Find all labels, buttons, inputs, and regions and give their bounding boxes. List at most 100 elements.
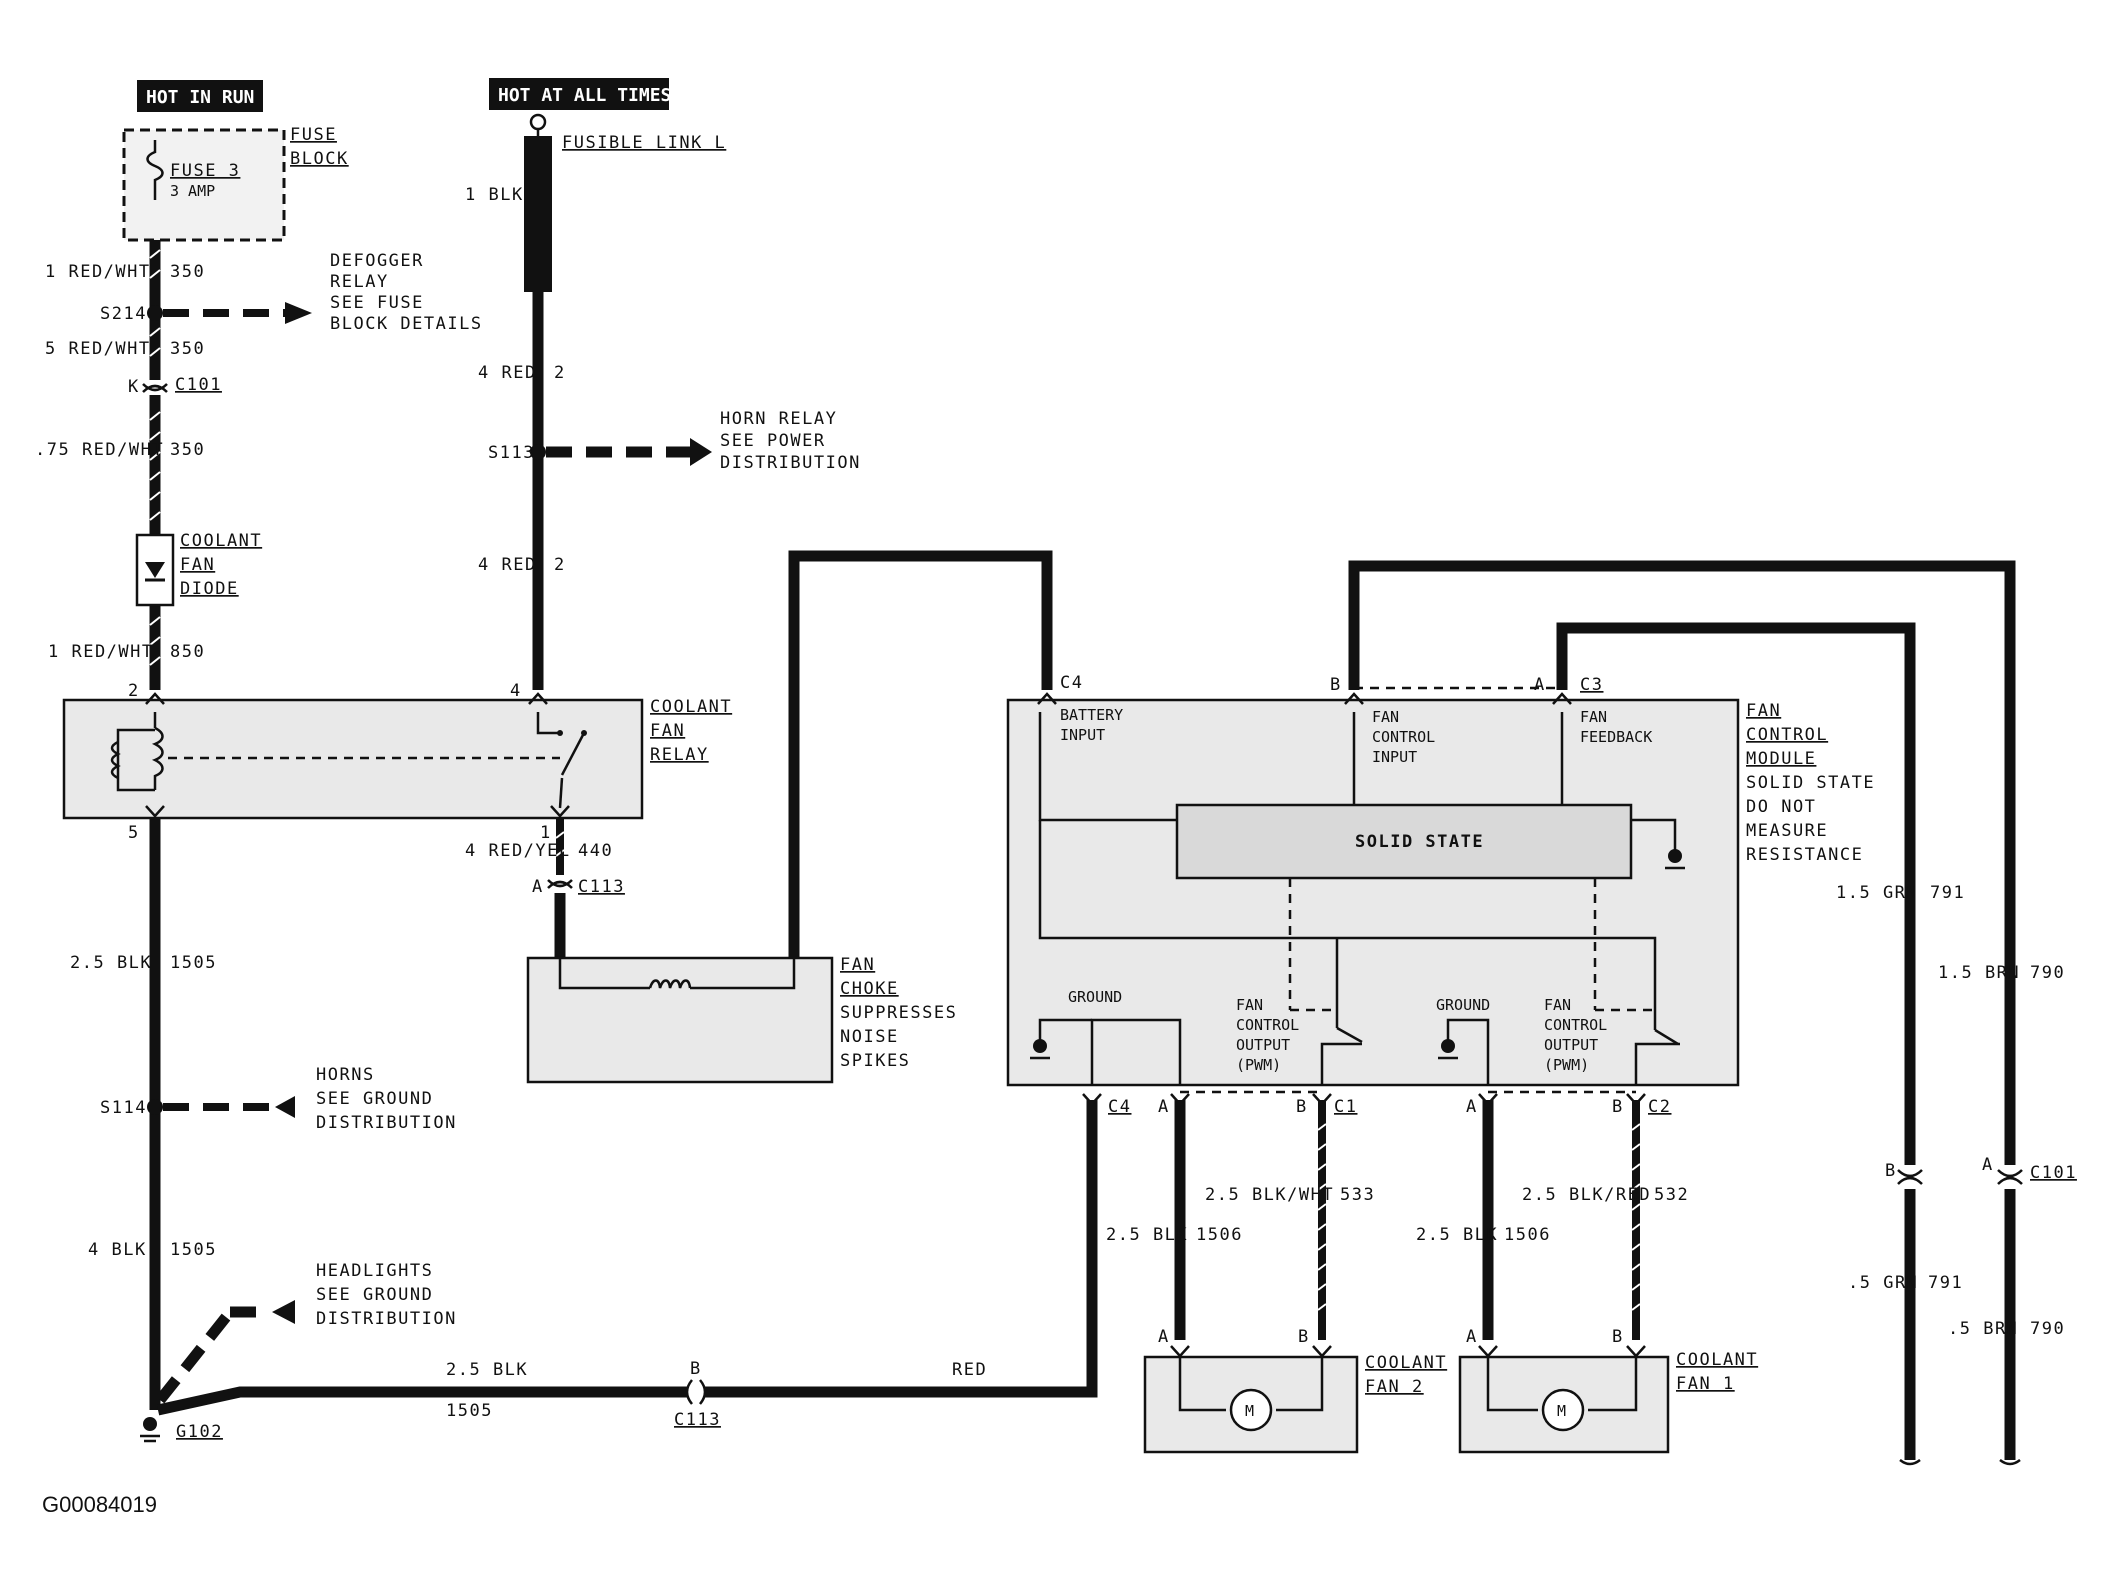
module-ground1-icon xyxy=(1033,1039,1047,1053)
c113-label: C113 xyxy=(578,877,625,897)
c101-right-a-connector-icon xyxy=(1997,1169,2023,1185)
coolant-fan-2: M xyxy=(1143,1355,1359,1454)
c1-pin-b: B xyxy=(1296,1097,1308,1117)
s113-label: S113 xyxy=(488,443,535,463)
fan1-motor-label: M xyxy=(1557,1402,1566,1420)
left-wire1-circuit: 350 xyxy=(170,262,205,282)
module-c3-pin-b: B xyxy=(1330,675,1342,695)
grn-lower-label: .5 GRN xyxy=(1848,1273,1918,1293)
fan-control-module xyxy=(1006,698,1740,1087)
hot-at-all-times-header-bg xyxy=(489,78,669,110)
left-wire2-label: 5 RED/WHT xyxy=(45,339,151,359)
choke-coil-icon xyxy=(648,979,692,989)
c101-pin-k: K xyxy=(128,377,140,397)
relay-pin-1: 1 xyxy=(540,823,552,843)
c113-bottom-connector-icon xyxy=(685,1379,707,1405)
horns-arrow-icon xyxy=(275,1096,295,1118)
fan2-wire1-circuit: 1506 xyxy=(1196,1225,1243,1245)
left-wire3-label: .75 RED/WHT xyxy=(35,440,164,460)
c101-right-b-connector-icon xyxy=(1897,1169,1923,1185)
fuse-rating: 3 AMP xyxy=(170,182,215,200)
defogger-arrow-icon xyxy=(285,302,312,324)
relay-coil-icon xyxy=(151,726,164,790)
module-c3-pin-a: A xyxy=(1534,675,1546,695)
mid-wire1-circuit: 2 xyxy=(554,363,566,383)
mid-wire2-label: 4 RED xyxy=(478,555,537,575)
left-wire3-circuit: 350 xyxy=(170,440,205,460)
brn-lower-circuit: 790 xyxy=(2030,1319,2065,1339)
battery-terminal-icon xyxy=(529,113,547,131)
c113-pin-a: A xyxy=(532,877,544,897)
c1-label: C1 xyxy=(1334,1097,1357,1117)
bottom-red-label: RED xyxy=(952,1360,987,1380)
relay-pin-2: 2 xyxy=(128,681,140,701)
fuse-element-icon xyxy=(146,140,164,200)
module-ground1-label: GROUND xyxy=(1068,988,1122,1006)
module-ground2-icon xyxy=(1441,1039,1455,1053)
left-wire4-label: 1 RED/WHT xyxy=(48,642,154,662)
s113-splice-icon xyxy=(530,444,546,460)
mid-wire1-label: 4 RED xyxy=(478,363,537,383)
fan1-wire1-circuit: 1506 xyxy=(1504,1225,1551,1245)
brn-upper-label: 1.5 BRN xyxy=(1938,963,2020,983)
relay-switch-icon xyxy=(560,732,586,776)
fan2-wire1-label: 2.5 BLK xyxy=(1106,1225,1188,1245)
c101-right-pin-a: A xyxy=(1982,1155,1994,1175)
c113-connector-icon xyxy=(547,879,573,889)
relay-pin-4: 4 xyxy=(510,681,522,701)
module-ground2-label: GROUND xyxy=(1436,996,1490,1014)
coolant-fan-1: M xyxy=(1458,1355,1670,1454)
c101-label: C101 xyxy=(175,375,222,395)
module-c3: C3 xyxy=(1580,675,1603,695)
s214-splice-icon xyxy=(147,305,163,321)
fan2-motor-icon xyxy=(1229,1388,1273,1432)
g102-ground-icon xyxy=(143,1417,157,1431)
fan2-motor-label: M xyxy=(1245,1402,1254,1420)
fan2-wire2-circuit: 533 xyxy=(1340,1185,1375,1205)
hot-in-run-header: HOT IN RUN xyxy=(146,87,254,108)
hot-in-run-header-bg xyxy=(137,80,263,112)
bottom-c113-label: C113 xyxy=(674,1410,721,1430)
left-wire6-label: 4 BLK xyxy=(88,1240,147,1260)
fan1-pin-a: A xyxy=(1466,1327,1478,1347)
bottom-c113-pin-b: B xyxy=(690,1359,702,1379)
fuse-label: FUSE 3 xyxy=(170,161,240,181)
module-c4-top: C4 xyxy=(1060,673,1083,693)
grn-upper-circuit: 791 xyxy=(1930,883,1965,903)
fan1-wire1-label: 2.5 BLK xyxy=(1416,1225,1498,1245)
left-wire4-circuit: 850 xyxy=(170,642,205,662)
c101-right-pin-b: B xyxy=(1885,1161,1897,1181)
g102-label: G102 xyxy=(176,1422,223,1442)
left-wire6-circuit: 1505 xyxy=(170,1240,217,1260)
c101-right-label: C101 xyxy=(2030,1163,2077,1183)
s114-label: S114 xyxy=(100,1098,147,1118)
fan1-wire2-circuit: 532 xyxy=(1654,1185,1689,1205)
fan-choke xyxy=(526,956,834,1084)
headlights-arrow-icon xyxy=(272,1300,295,1324)
brn-lower-label: .5 BRN xyxy=(1948,1319,2018,1339)
s214-label: S214 xyxy=(100,304,147,324)
left-wire5-label: 2.5 BLK xyxy=(70,953,152,973)
mid-wire3-circuit: 440 xyxy=(578,841,613,861)
solid-state-ground-icon xyxy=(1668,849,1682,863)
coolant-fan-relay xyxy=(62,698,644,820)
bottom-wire-label: 2.5 BLK xyxy=(446,1360,528,1380)
fan2-pin-b: B xyxy=(1298,1327,1310,1347)
c1-pin-a: A xyxy=(1158,1097,1170,1117)
fan1-pin-b: B xyxy=(1612,1327,1624,1347)
left-wire1-label: 1 RED/WHT xyxy=(45,262,151,282)
coolant-fan-diode-icon xyxy=(135,533,175,607)
